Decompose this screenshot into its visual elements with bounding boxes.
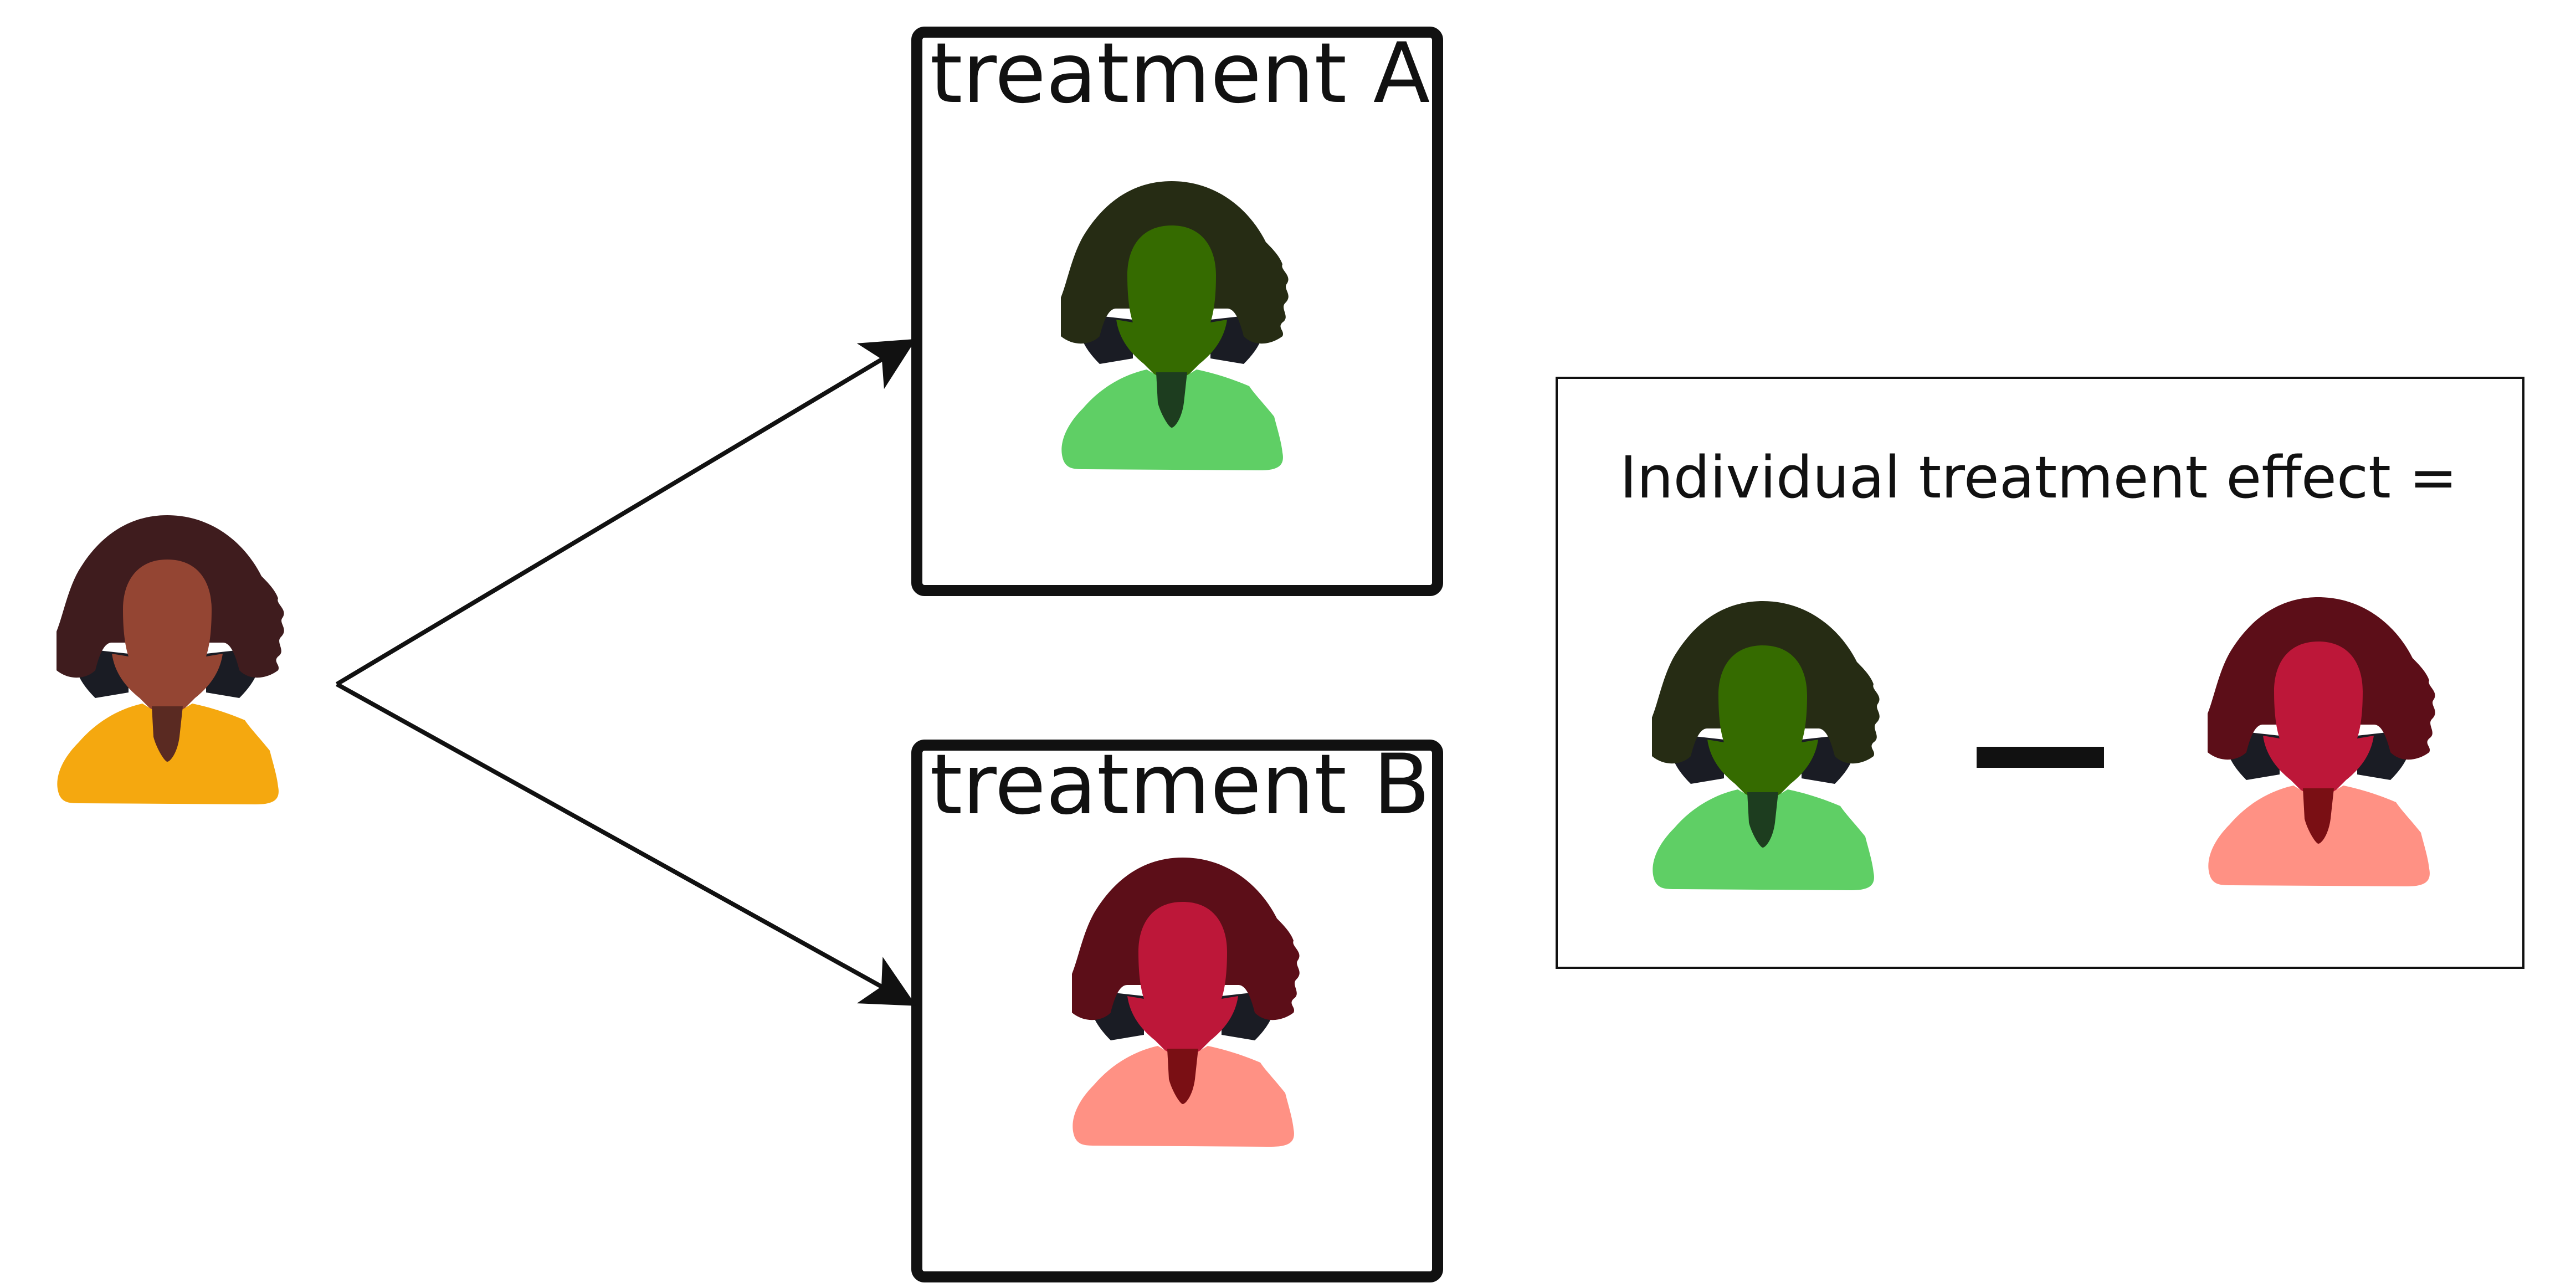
treatment-b-box bbox=[911, 740, 1443, 1282]
treatment-a-person-icon bbox=[1061, 181, 1289, 470]
arrow-to-treatment-b bbox=[336, 682, 916, 1006]
treatment-b-label: treatment B bbox=[930, 737, 1430, 833]
treatment-a-label: treatment A bbox=[930, 25, 1430, 122]
minus-sign bbox=[1977, 747, 2104, 768]
effect-treatment-b-person-icon bbox=[2208, 597, 2435, 886]
effect-panel-title: Individual treatment effect = bbox=[1619, 444, 2458, 511]
original-person-icon bbox=[57, 515, 284, 804]
effect-panel-box bbox=[1556, 377, 2524, 969]
effect-treatment-a-person-icon bbox=[1652, 601, 1880, 890]
treatment-b-person-icon bbox=[1072, 858, 1300, 1147]
arrow-to-treatment-a bbox=[335, 338, 916, 686]
treatment-a-box bbox=[911, 27, 1443, 596]
